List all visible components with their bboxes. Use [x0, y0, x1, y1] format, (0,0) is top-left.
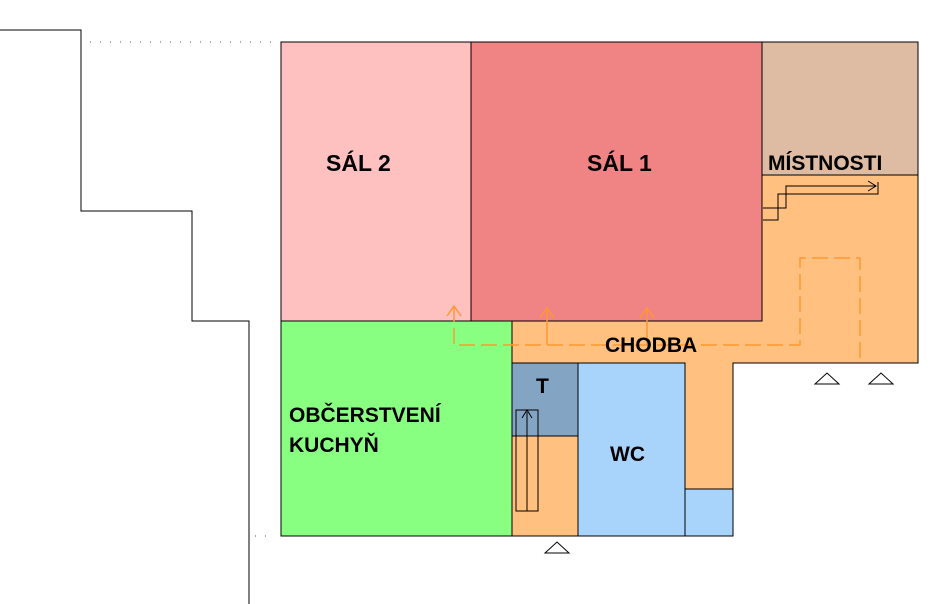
room-sal-1[interactable] [470, 41, 763, 322]
label-obcerstveni: OBČERSTVENÍ [289, 403, 442, 427]
label-kuchyn: KUCHYŇ [289, 433, 379, 457]
evacuation-route [446, 257, 861, 362]
label-sal-1: SÁL 1 [587, 149, 652, 176]
label-chodba: CHODBA [605, 334, 697, 357]
label-mistnosti: MÍSTNOSTI [768, 152, 882, 175]
room-sal-2[interactable] [280, 41, 472, 322]
site-boundary-line [0, 29, 250, 604]
label-sal-2: SÁL 2 [326, 149, 391, 176]
staircase-t [515, 409, 539, 512]
entrance-marker-3 [867, 372, 895, 385]
room-obcerstveni-kuchyn[interactable] [280, 320, 513, 537]
entrance-marker-2 [813, 372, 841, 385]
label-wc: WC [610, 443, 645, 466]
staircase-mistnosti [763, 180, 879, 221]
room-t[interactable] [511, 362, 579, 437]
label-t: T [536, 375, 549, 398]
room-mistnosti[interactable] [761, 41, 919, 176]
room-wc[interactable] [577, 362, 734, 537]
entrance-marker-1 [543, 541, 571, 554]
